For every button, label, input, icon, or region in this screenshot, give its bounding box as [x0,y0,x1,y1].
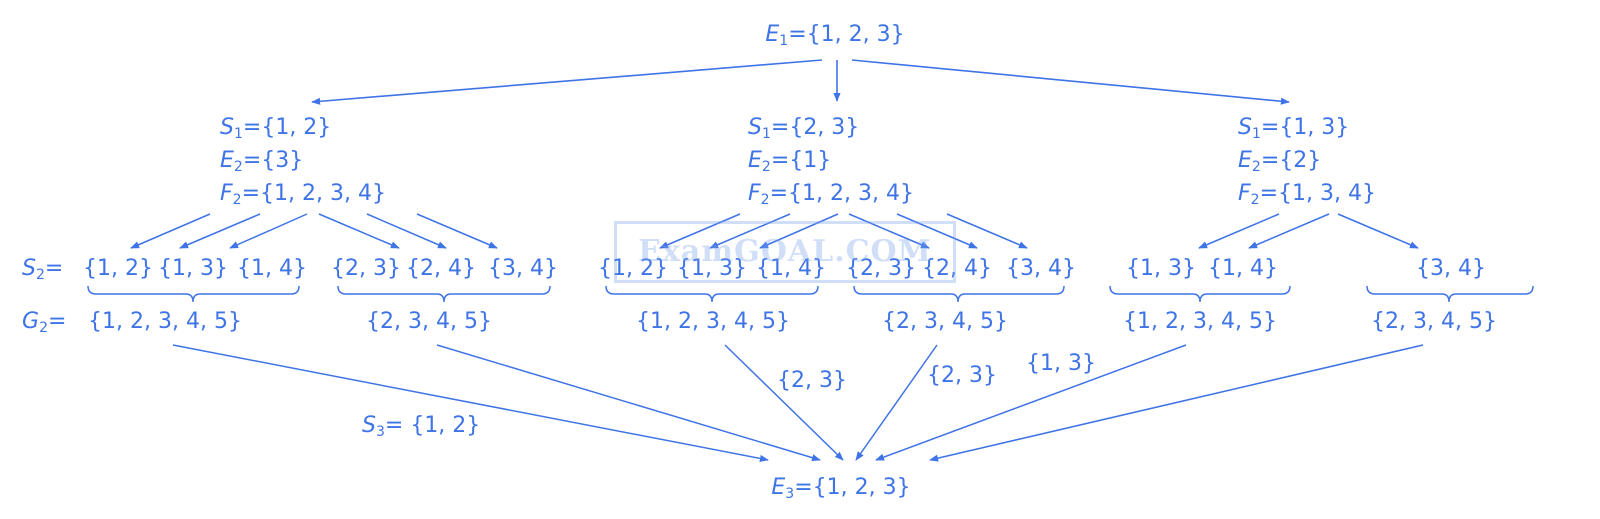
branch-3-s1: S1={1, 3} [1238,115,1350,142]
branch-2-f2: F2={1, 2, 3, 4} [748,181,914,208]
g2-row-label: G2= [22,309,67,336]
s3-label-2: {2, 3} [777,368,847,393]
branch-2-e2: E2={1} [748,148,832,175]
g2-set: {1, 2, 3, 4, 5} [1123,309,1277,334]
arrow-g2-4-to-e3 [855,344,938,461]
arrow-b2-s2-3 [759,213,839,249]
arrow-b1-s2-1 [130,213,211,249]
arrow-b3-s2-1 [1198,213,1280,249]
arrow-g2-3-to-e3 [724,344,844,461]
branch-1-s1: S1={1, 2} [220,115,332,142]
branch-3-e2: E2={2} [1238,148,1322,175]
s2-set: {2, 3} [331,256,401,281]
s2-set: {1, 2} [83,256,153,281]
branch-1-e2: E2={3} [220,148,304,175]
g2-set: {1, 2, 3, 4, 5} [636,309,790,334]
s2-set: {2, 4} [406,256,476,281]
brace-g2-4 [853,285,1065,303]
s2-set: {2, 4} [922,256,992,281]
arrow-b2-s2-1 [659,213,741,249]
g2-set: {1, 2, 3, 4, 5} [88,309,242,334]
result-node: E3={1, 2, 3} [771,475,911,502]
arrow-g2-5-to-e3 [875,344,1187,461]
s2-set: {1, 3} [1126,256,1196,281]
g2-set: {2, 3, 4, 5} [1371,309,1497,334]
branch-1-f2: F2={1, 2, 3, 4} [220,181,386,208]
s2-set: {1, 4} [237,256,307,281]
arrow-b2-s2-4 [848,213,930,249]
brace-g2-5 [1109,285,1291,303]
arrow-b1-s2-3 [229,213,308,249]
brace-g2-6 [1366,285,1534,303]
s2-set: {1, 4} [1208,256,1278,281]
arrow-b2-s2-5 [896,213,978,249]
arrow-b1-s2-4 [318,213,400,249]
arrow-root-to-branch-1 [311,59,823,105]
s2-row-label: S2= [22,256,64,283]
brace-g2-3 [605,285,819,303]
arrow-b1-s2-2 [179,213,261,249]
arrow-b2-s2-2 [709,213,791,249]
s2-set: {3, 4} [488,256,558,281]
s2-set: {1, 3} [677,256,747,281]
s2-set: {1, 4} [756,256,826,281]
s3-label-3: {2, 3} [927,363,997,388]
s2-set: {3, 4} [1006,256,1076,281]
branch-2-s1: S1={2, 3} [748,115,860,142]
root-node: E1={1, 2, 3} [765,22,905,49]
watermark-logo: ExamGOAL.COM [614,221,956,283]
brace-g2-1 [87,285,300,303]
s2-set: {1, 2} [598,256,668,281]
brace-g2-2 [337,285,551,303]
arrow-g2-2-to-e3 [436,344,821,462]
s2-set: {1, 3} [158,256,228,281]
arrow-g2-6-to-e3 [929,344,1424,462]
arrow-b2-s2-6 [946,213,1028,249]
arrow-b3-s2-2 [1248,213,1330,249]
s2-set: {2, 3} [846,256,916,281]
arrow-b1-s2-6 [416,213,498,249]
arrow-b1-s2-5 [366,213,447,249]
s3-label-1: S3= {1, 2} [362,413,481,440]
g2-set: {2, 3, 4, 5} [882,309,1008,334]
branch-3-f2: F2={1, 3, 4} [1238,181,1376,208]
s2-set: {3, 4} [1416,256,1486,281]
g2-set: {2, 3, 4, 5} [366,309,492,334]
arrow-b3-s2-3 [1337,213,1419,249]
arrow-root-to-branch-3 [851,59,1290,105]
arrow-g2-1-to-e3 [172,344,769,462]
s3-label-4: {1, 3} [1026,351,1096,376]
